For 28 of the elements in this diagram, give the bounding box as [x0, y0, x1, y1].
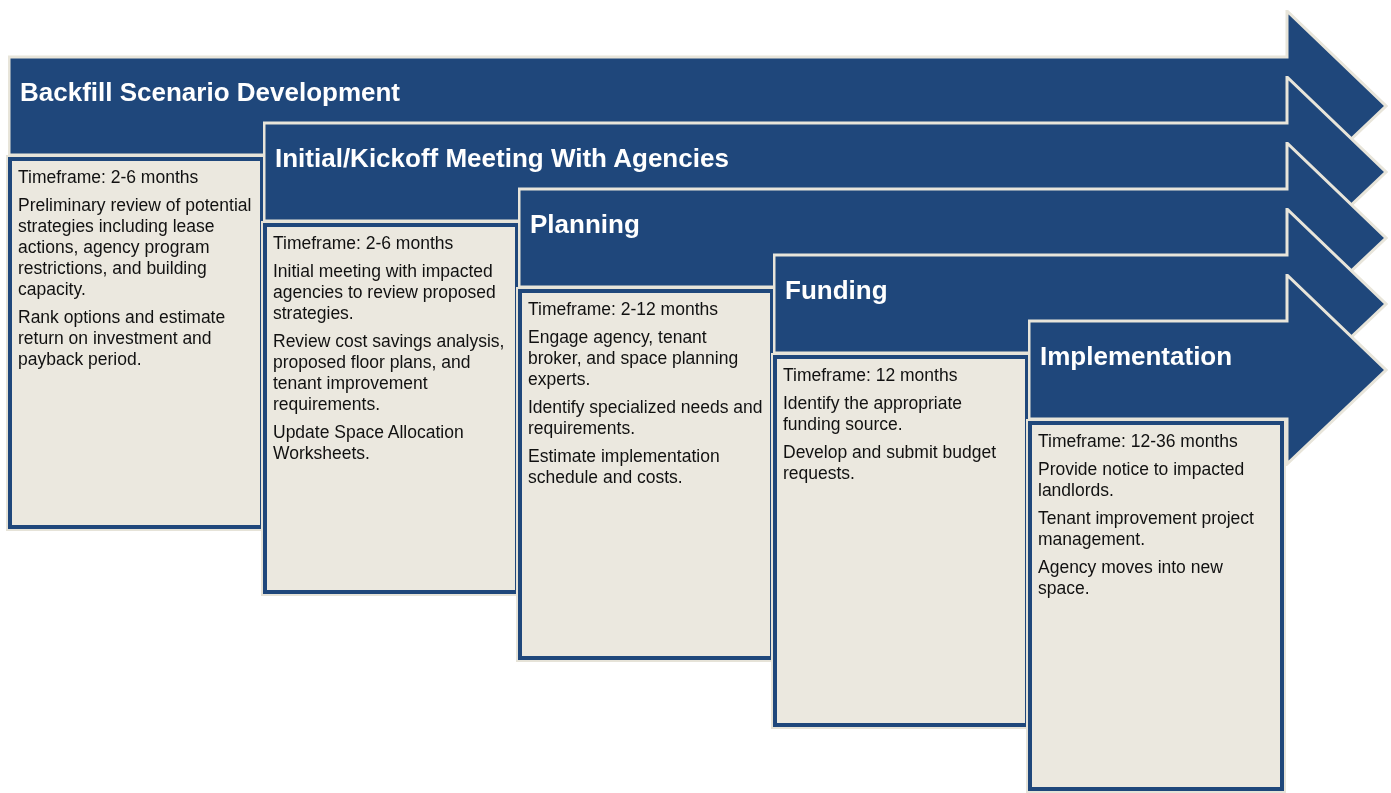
description-text: Identify the appropriate funding source. — [783, 393, 963, 435]
description-text: Tenant improvement project management. — [1038, 508, 1255, 550]
description-box — [263, 223, 519, 594]
description-text: Develop and submit budget requests. — [783, 442, 998, 484]
timeframe-text: Timeframe: 12-36 months — [1038, 431, 1239, 452]
description-text: Update Space Allocation Worksheets. — [273, 422, 465, 464]
stage-title: Initial/Kickoff Meeting With Agencies — [275, 145, 729, 171]
stage-title: Planning — [530, 211, 640, 237]
timeframe-text: Timeframe: 2-12 months — [528, 299, 719, 320]
timeframe-text: Timeframe: 2-6 months — [18, 167, 200, 188]
timeframe-text: Timeframe: 2-6 months — [273, 233, 455, 254]
description-text: Provide notice to impacted landlords. — [1038, 459, 1246, 501]
description-text: Rank options and estimate return on investment and payback period. — [18, 307, 227, 370]
description-box — [773, 355, 1029, 727]
description-text: Review cost savings analysis, proposed floor plans, and tenant improvement requirements. — [273, 331, 506, 415]
timeframe-text: Timeframe: 12 months — [783, 365, 959, 386]
description-box — [1028, 421, 1284, 791]
description-text: Initial meeting with impacted agencies to review proposed strategies. — [273, 261, 497, 324]
description-text: Agency moves into new space. — [1038, 557, 1224, 599]
description-box — [8, 157, 264, 529]
stage-title: Funding — [785, 277, 888, 303]
description-text: Estimate implementation schedule and costs. — [528, 446, 721, 488]
stage-title: Backfill Scenario Development — [20, 79, 401, 105]
description-text: Identify specialized needs and requirements. — [528, 397, 764, 439]
description-text: Preliminary review of potential strategies including lease actions, agency program restrictions, and building capacity. — [18, 195, 253, 300]
stage-title: Implementation — [1040, 343, 1233, 369]
description-text: Engage agency, tenant broker, and space planning experts. — [528, 327, 740, 390]
description-box — [518, 289, 774, 660]
